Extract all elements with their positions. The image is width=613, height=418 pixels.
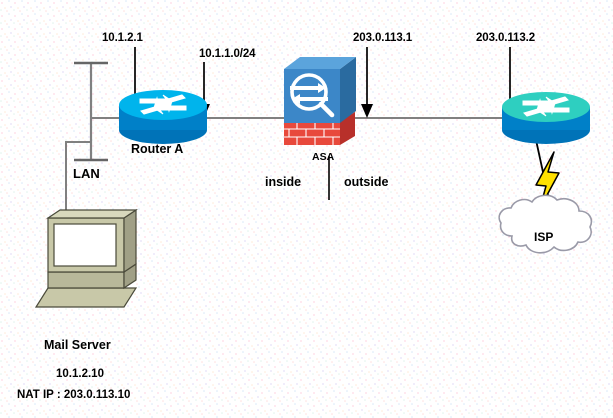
asa-label: ASA	[312, 151, 335, 163]
ip-label-edge-router: 203.0.113.2	[476, 32, 536, 44]
link-lan-to-mail	[65, 141, 91, 228]
outside-zone-label: outside	[344, 175, 389, 189]
lan-label: LAN	[73, 166, 100, 181]
mail-server-ip-label: 10.1.2.10	[56, 368, 104, 380]
mail-server-nat-ip-label: NAT IP : 203.0.113.10	[17, 389, 131, 401]
edge-router-icon[interactable]	[502, 92, 590, 144]
ip-label-lan-network: 10.1.1.0/24	[199, 48, 256, 60]
isp-label: ISP	[534, 230, 554, 244]
router-a-label: Router A	[131, 142, 184, 156]
inside-zone-label: inside	[265, 175, 302, 189]
lan-segment-bus	[74, 61, 108, 162]
mail-server-icon[interactable]	[34, 208, 138, 308]
router-a-icon[interactable]	[119, 90, 207, 144]
isp-cloud-icon[interactable]	[498, 194, 593, 254]
ip-label-asa-outside: 203.0.113.1	[353, 32, 413, 44]
mail-server-label: Mail Server	[44, 338, 111, 352]
asa-firewall-icon[interactable]	[284, 57, 356, 145]
leader-203-0-113-1	[361, 47, 373, 118]
asa-inspection-icon	[290, 73, 335, 118]
ip-label-router-a-inside: 10.1.2.1	[102, 32, 143, 44]
